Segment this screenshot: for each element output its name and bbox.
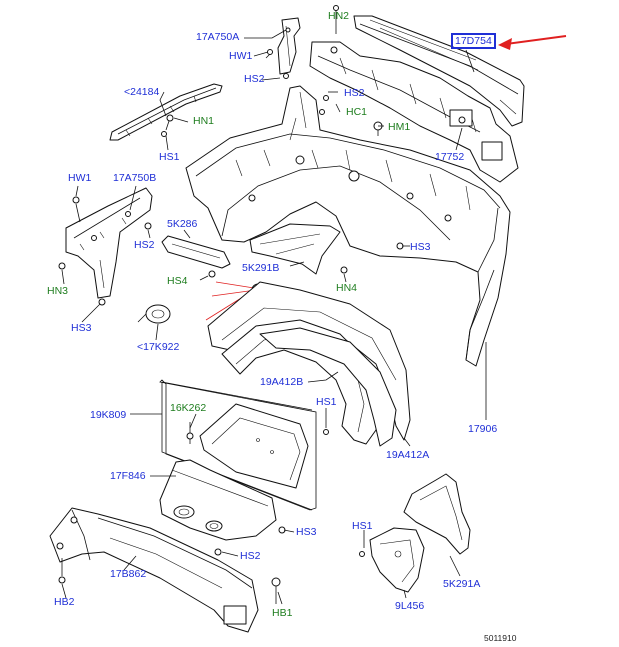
part-17B862 <box>49 507 259 633</box>
label-HS2-tray: HS2 <box>240 550 261 562</box>
label-17A750A: 17A750A <box>196 31 240 43</box>
label-HB1: HB1 <box>272 607 293 619</box>
part-17F846 <box>159 459 277 541</box>
part-5K286 <box>161 235 231 269</box>
label-HS2-left: HS2 <box>134 239 155 251</box>
part-17A750B <box>65 187 153 299</box>
label-HS4: HS4 <box>167 275 188 287</box>
label-17752: 17752 <box>435 151 465 163</box>
label-HN2: HN2 <box>328 10 350 22</box>
label-17B862: 17B862 <box>110 568 147 580</box>
label-HS1-bracket: HS1 <box>352 520 373 532</box>
part-24184 <box>109 83 223 141</box>
part-5K291B <box>249 223 341 275</box>
label-HC1: HC1 <box>346 106 368 118</box>
label-HW1-left: HW1 <box>68 172 92 184</box>
label-HM1: HM1 <box>388 121 411 133</box>
label-19K809: 19K809 <box>90 409 127 421</box>
part-17A750A <box>277 17 301 75</box>
label-HS2-top: HS2 <box>244 73 265 85</box>
label-5K291B: 5K291B <box>242 262 280 274</box>
figure-number: 5011910 <box>484 633 517 643</box>
label-19A412B: 19A412B <box>260 376 304 388</box>
label-HS1-rail: HS1 <box>159 151 180 163</box>
label-17906: 17906 <box>468 423 498 435</box>
label-19A412A: 19A412A <box>386 449 430 461</box>
label-HN4: HN4 <box>336 282 358 294</box>
label-9L456: 9L456 <box>395 600 425 612</box>
label-17K922: <17K922 <box>137 341 180 353</box>
highlight-arrow <box>498 35 567 50</box>
label-HS3-cover: HS3 <box>410 241 431 253</box>
part-19K809 <box>199 403 309 489</box>
label-HN1: HN1 <box>193 115 215 127</box>
part-17906 <box>185 85 511 367</box>
label-5K291A: 5K291A <box>443 578 481 590</box>
part-17752 <box>309 41 519 183</box>
label-HW1-top: HW1 <box>229 50 253 62</box>
label-HS3-tray: HS3 <box>296 526 317 538</box>
label-HS1-trim: HS1 <box>316 396 337 408</box>
label-HS3-left: HS3 <box>71 322 92 334</box>
label-24184: <24184 <box>124 86 160 98</box>
part-5K291A <box>403 473 471 555</box>
label-HN3: HN3 <box>47 285 69 297</box>
part-17K922 <box>137 304 171 324</box>
part-9L456 <box>369 527 425 593</box>
group-bracket-19K809 <box>159 379 317 511</box>
part-17D754 <box>353 15 525 127</box>
label-16K262: 16K262 <box>170 402 207 414</box>
leader-lines <box>61 29 487 605</box>
label-HB2: HB2 <box>54 596 75 608</box>
part-19A412A <box>259 327 397 447</box>
label-HS2-cover: HS2 <box>344 87 365 99</box>
label-17A750B: 17A750B <box>113 172 157 184</box>
label-17D754: 17D754 <box>451 33 496 49</box>
label-5K286: 5K286 <box>167 218 198 230</box>
label-17F846: 17F846 <box>110 470 146 482</box>
